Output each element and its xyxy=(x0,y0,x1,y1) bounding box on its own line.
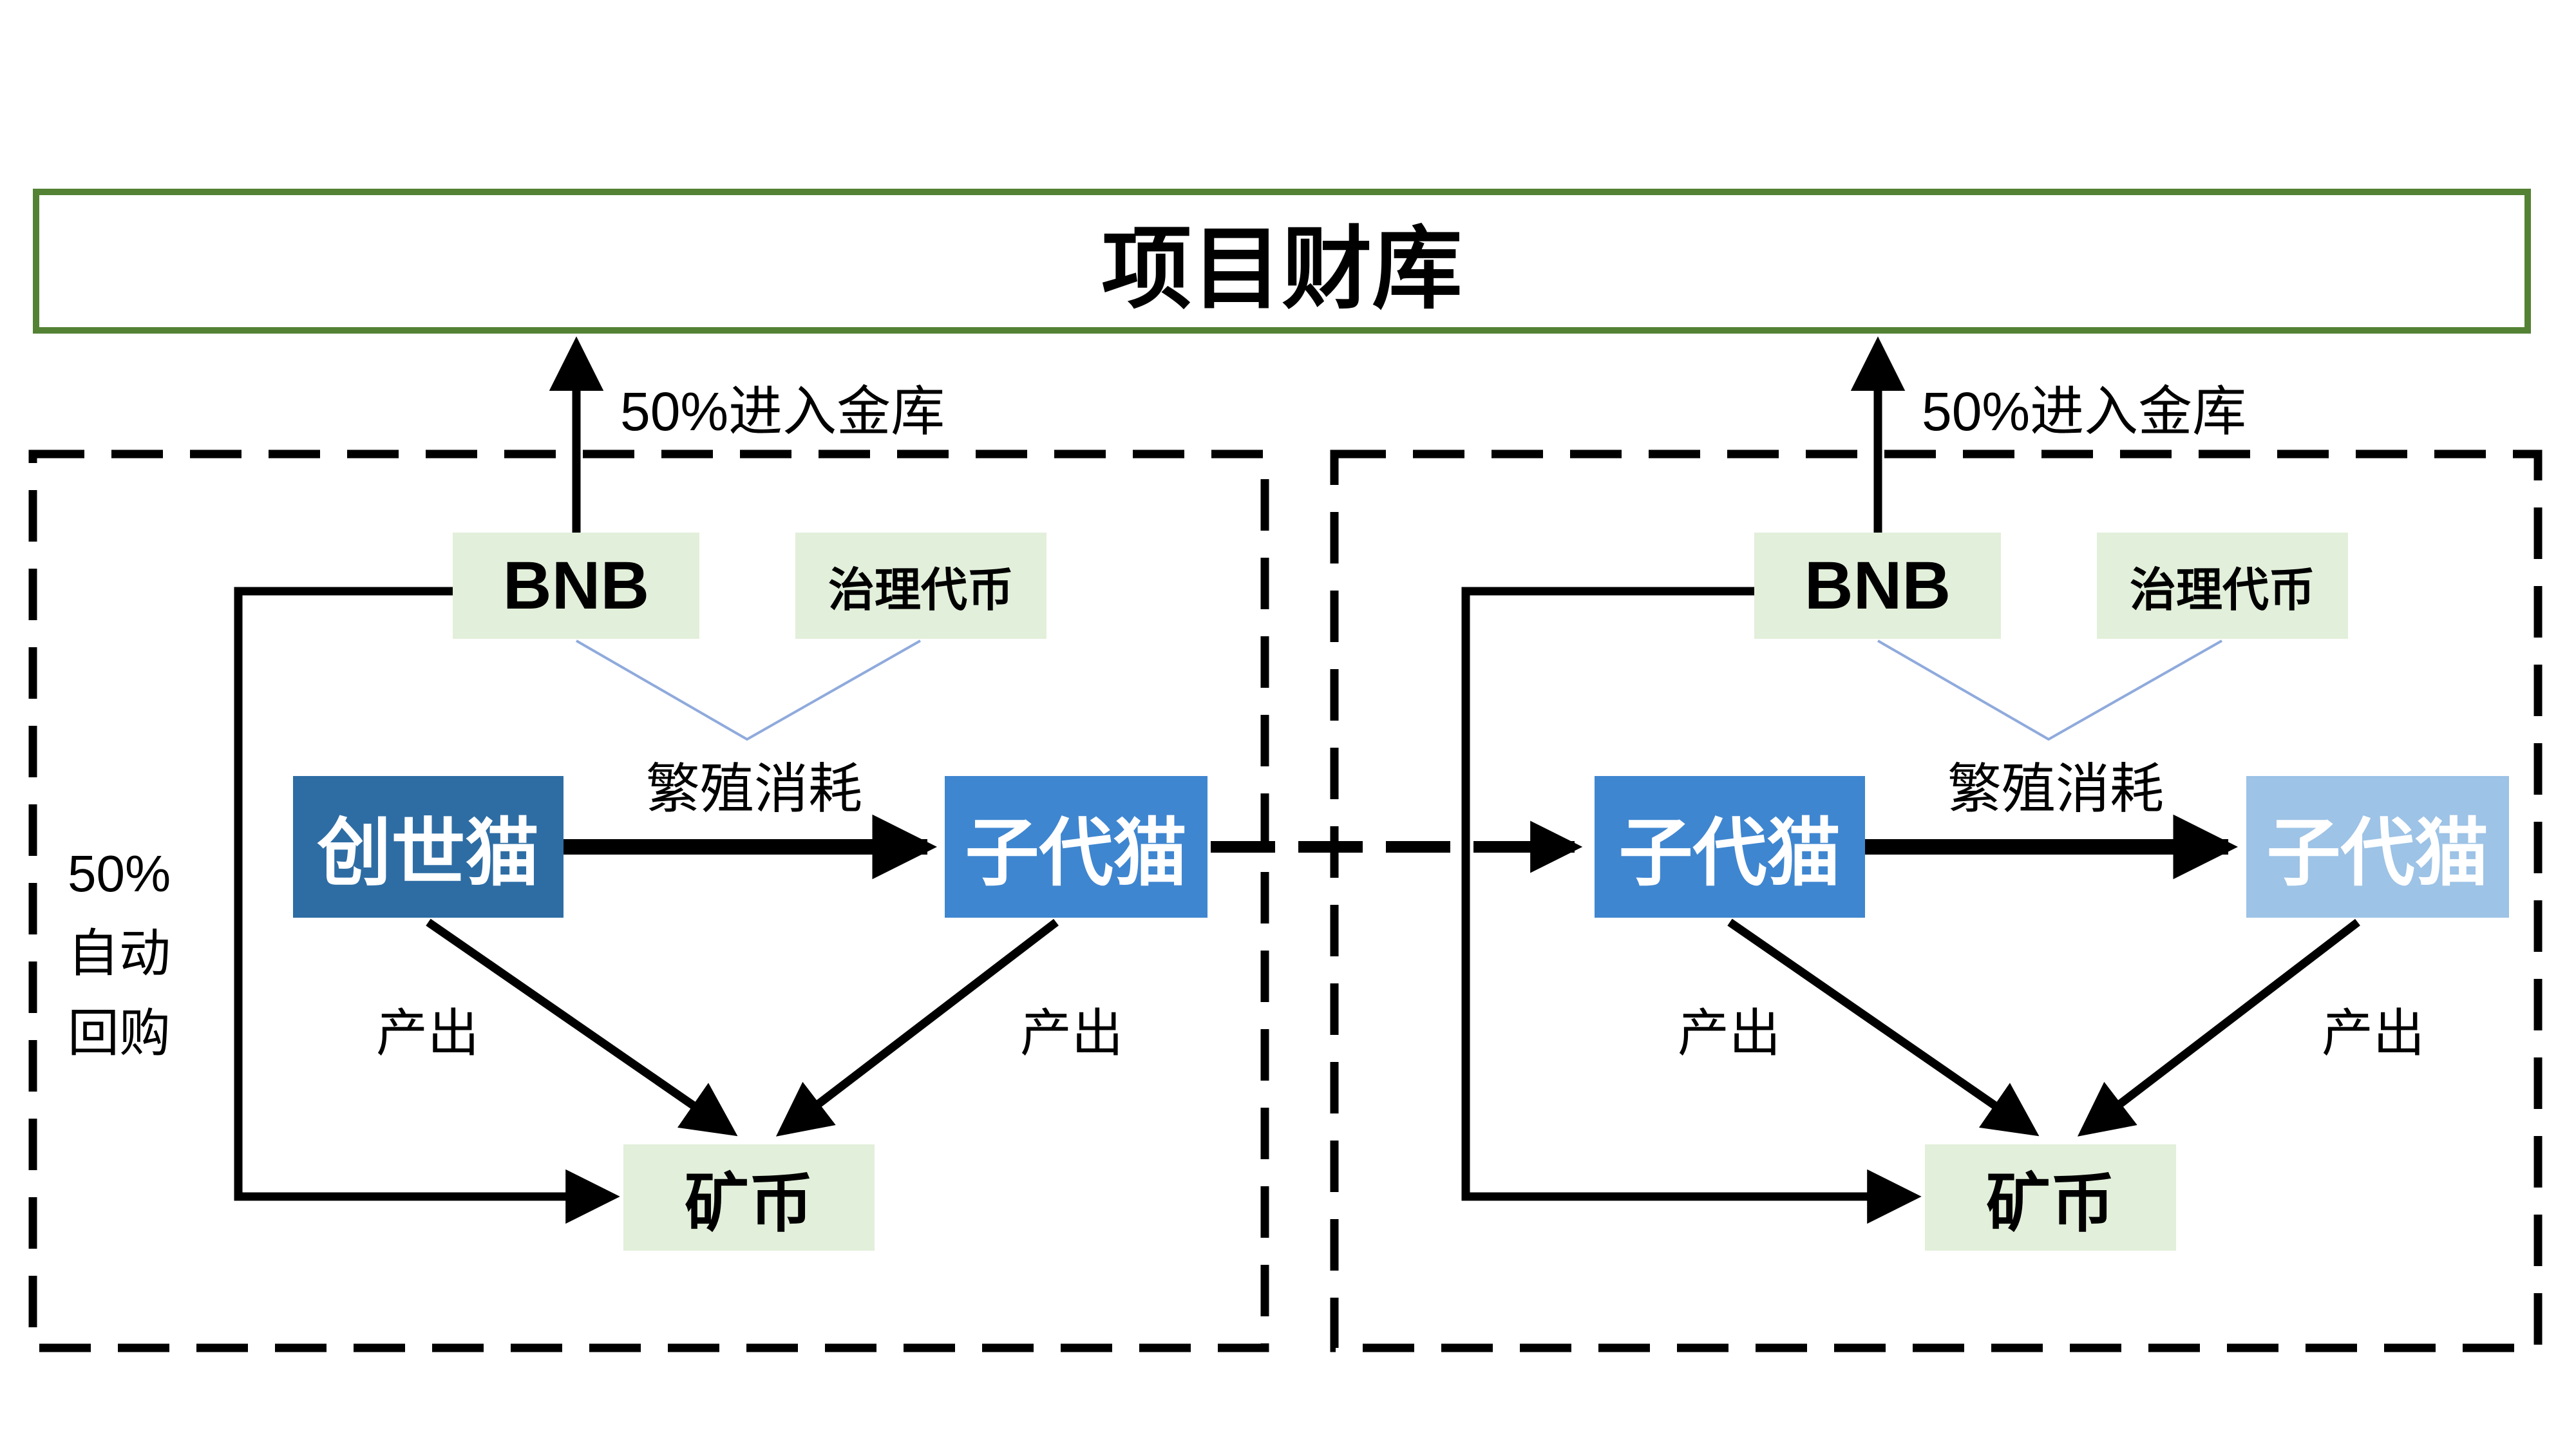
left-genesis-output-arrow xyxy=(426,918,738,1137)
left-child-output-arrow xyxy=(775,918,1059,1137)
right-bnb-box: BNB xyxy=(1754,533,2001,639)
right-child-cat-box-1: 子代猫 xyxy=(1595,776,1865,918)
right-output-label-1: 产出 xyxy=(1678,1005,1781,1062)
project-treasury-box: 项目财库 xyxy=(33,189,2531,334)
right-vault-label: 50%进入金库 xyxy=(1922,381,2247,442)
left-output-label-2: 产出 xyxy=(1020,1005,1123,1062)
right-panel-dashed-border xyxy=(1330,450,2543,1352)
left-breeding-label: 繁殖消耗 xyxy=(645,759,862,819)
left-panel-dashed-border xyxy=(28,450,1269,1352)
left-mine-coin-box: 矿币 xyxy=(623,1144,875,1251)
right-buyback-loop-line xyxy=(1461,587,1922,1224)
right-output-label-2: 产出 xyxy=(2322,1005,2425,1062)
right-breeding-connector xyxy=(1877,639,2222,741)
left-output-label-1: 产出 xyxy=(376,1005,479,1062)
right-mine-coin-box: 矿币 xyxy=(1925,1144,2176,1251)
left-buyback-label: 50% 自动 回购 xyxy=(68,845,171,1062)
left-genesis-cat-box: 创世猫 xyxy=(293,776,564,918)
right-child2-output-arrow xyxy=(2077,918,2360,1137)
left-bnb-box: BNB xyxy=(453,533,699,639)
left-breeding-connector xyxy=(575,639,921,741)
right-child-cat-box-2: 子代猫 xyxy=(2246,776,2509,918)
left-buyback-loop-line xyxy=(234,587,620,1224)
left-governance-token-box: 治理代币 xyxy=(795,533,1046,639)
left-vault-label: 50%进入金库 xyxy=(620,381,945,442)
right-child1-output-arrow xyxy=(1727,918,2040,1137)
left-child-cat-box: 子代猫 xyxy=(945,776,1208,918)
right-governance-token-box: 治理代币 xyxy=(2097,533,2348,639)
right-breeding-label: 繁殖消耗 xyxy=(1947,759,2164,819)
